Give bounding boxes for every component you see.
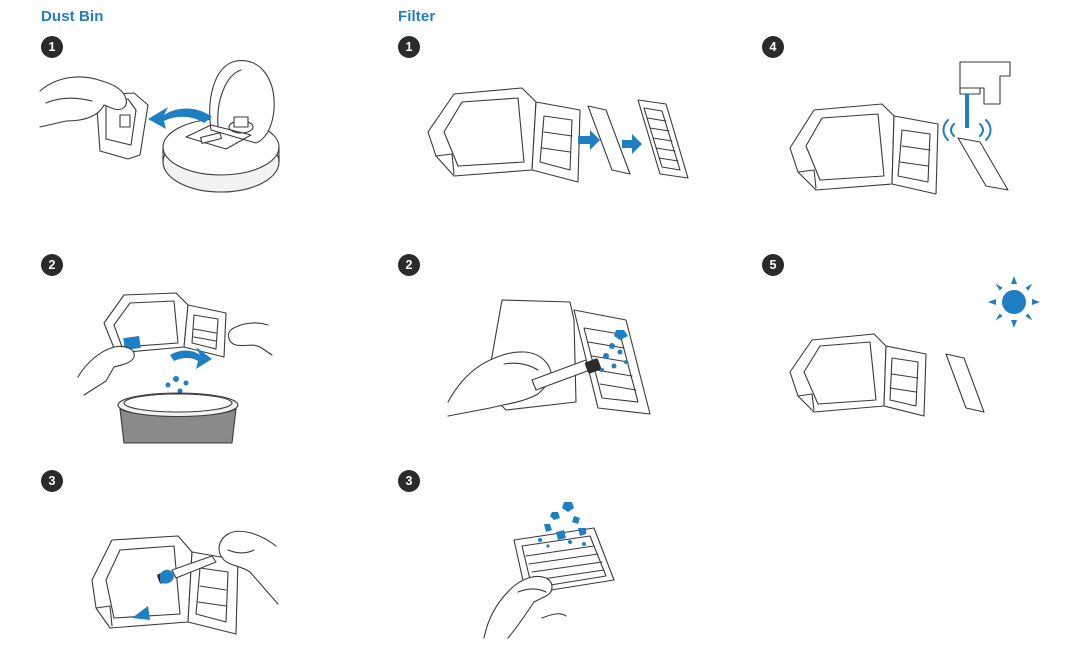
dry-filter-illustration [789, 333, 985, 417]
step-number-badge: 3 [398, 470, 420, 492]
rinse-filter-illustration [789, 61, 1011, 195]
filter-title: Filter [398, 8, 436, 25]
dust-bin-title: Dust Bin [41, 8, 104, 25]
remove-filter-illustration [427, 87, 689, 183]
tap-filter-illustration [483, 502, 615, 639]
step-number-badge: 3 [41, 470, 63, 492]
step-number-badge: 1 [41, 36, 63, 58]
step-number-badge: 2 [398, 254, 420, 276]
remove-dust-bin-illustration [39, 60, 280, 193]
brush-dust-bin-illustration [91, 530, 279, 635]
step-number-badge: 2 [41, 254, 63, 276]
brush-filter-illustration [447, 299, 651, 417]
empty-dust-bin-illustration [77, 292, 273, 444]
step-number-badge: 1 [398, 36, 420, 58]
step-number-badge: 4 [762, 36, 784, 58]
sun-icon [988, 276, 1040, 328]
step-number-badge: 5 [762, 254, 784, 276]
